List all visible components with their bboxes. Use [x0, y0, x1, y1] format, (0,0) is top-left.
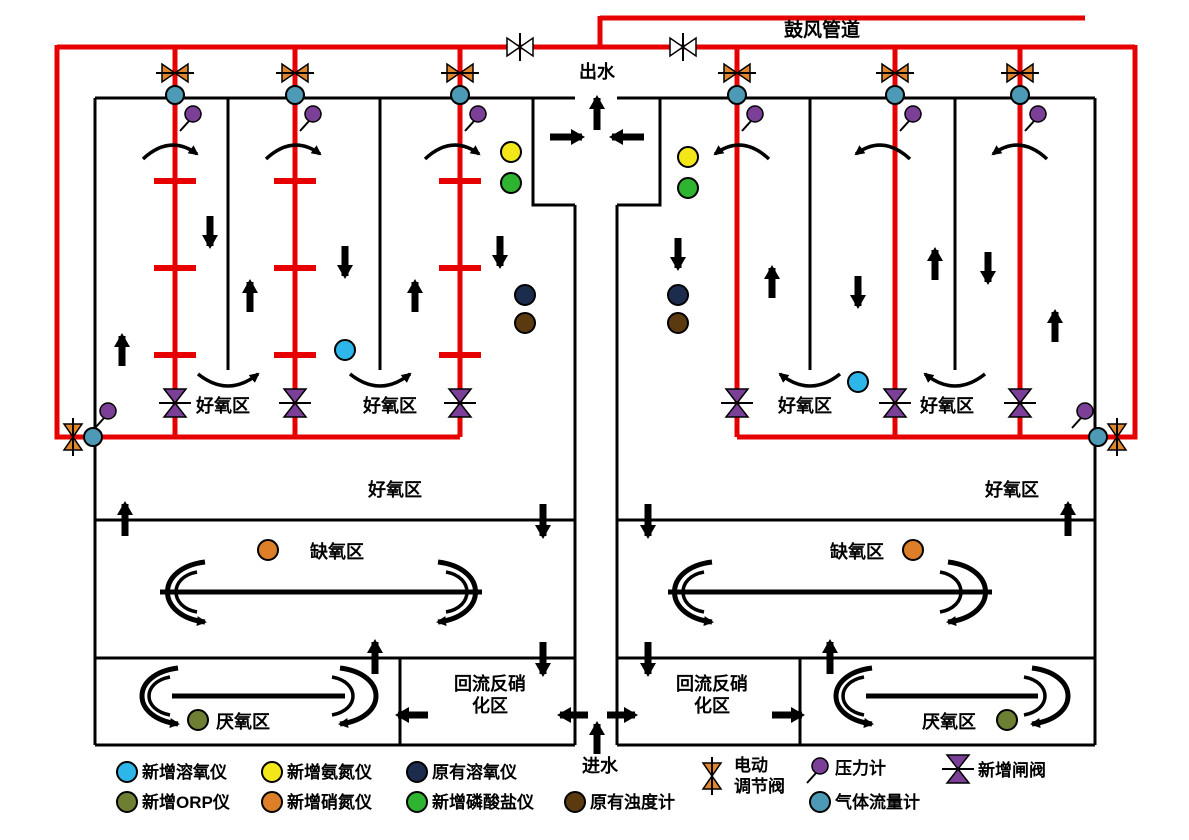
- aerobic-zone-label: 好氧区: [919, 395, 974, 416]
- pressure-gauge-icon: [464, 105, 487, 132]
- legend-po4-icon: [406, 791, 428, 813]
- anoxic-zone-label: 缺氧区: [829, 541, 884, 562]
- pressure-gauge-icon: [179, 105, 202, 132]
- legend-no3-icon: [261, 791, 283, 813]
- reflux-zone-label-line2: 化区: [472, 695, 508, 716]
- labels: 鼓风管道 出水 进水 好氧区 好氧区 好氧区 好氧区 好氧区 好氧区 缺氧区 缺…: [195, 18, 1039, 776]
- legend-gas-flow-icon: [809, 791, 831, 813]
- legend-nh3-icon: [261, 761, 283, 783]
- gate-valve-icon: [443, 388, 477, 418]
- legend-electric-valve-label-line2: 调节阀: [734, 776, 785, 796]
- nitrate-sensor-icon: [257, 539, 279, 561]
- turbidity-sensor-icon: [514, 312, 536, 334]
- tank-walls: [93, 96, 1097, 747]
- phosphate-sensor-icon: [677, 177, 699, 199]
- do-new-sensor-icon: [334, 339, 356, 361]
- outlet-label: 出水: [579, 61, 616, 82]
- flow-arrows: [114, 95, 1076, 754]
- legend-do-new-icon: [116, 761, 138, 783]
- aerobic-zone-label: 好氧区: [195, 395, 250, 416]
- legend-nh3-label: 新增氨氮仪: [287, 762, 373, 782]
- legend-gate-valve-icon: [941, 754, 975, 784]
- do-old-sensor-icon: [514, 284, 536, 306]
- instruments: [83, 85, 1108, 731]
- reflux-zone-label-line1: 回流反硝: [454, 673, 526, 694]
- butterfly-valve-icon: [669, 32, 697, 62]
- anaerobic-zone-label: 厌氧区: [922, 711, 976, 732]
- legend-no3-label: 新增硝氮仪: [287, 792, 373, 812]
- legend: 新增溶氧仪 新增氨氮仪 原有溶氧仪 电动 调节阀 压力计 新增闸阀 新增ORP仪…: [116, 754, 1046, 813]
- gate-valve-icon: [1003, 388, 1037, 418]
- inlet-label: 进水: [582, 755, 619, 776]
- gas-flow-meter-icon: [165, 85, 185, 105]
- pressure-gauge-icon: [299, 105, 322, 132]
- anaerobic-zone-label: 厌氧区: [216, 711, 270, 732]
- nitrate-sensor-icon: [902, 539, 924, 561]
- legend-electric-valve-label-line1: 电动: [734, 755, 768, 775]
- legend-turbidity-label: 原有浊度计: [590, 792, 675, 812]
- pressure-gauge-icon: [1024, 105, 1047, 132]
- reflux-zone-label-line2: 化区: [694, 695, 730, 716]
- aerobic-zone-label: 好氧区: [362, 395, 417, 416]
- gas-flow-meter-icon: [83, 427, 103, 447]
- legend-orp-icon: [116, 791, 138, 813]
- gate-valve-icon: [158, 388, 192, 418]
- aerobic-zone-label: 好氧区: [367, 479, 422, 500]
- pressure-gauge-icon: [899, 105, 922, 132]
- legend-pressure-label: 压力计: [835, 758, 886, 778]
- aerobic-zone-label: 好氧区: [777, 395, 832, 416]
- left-riser-and-bottom-header: [54, 45, 460, 440]
- anoxic-zone-label: 缺氧区: [309, 541, 364, 562]
- legend-gas-flow-label: 气体流量计: [834, 792, 920, 812]
- pressure-gauge-icon: [1071, 402, 1094, 429]
- ammonia-sensor-icon: [677, 146, 699, 168]
- gas-flow-meter-icon: [285, 85, 305, 105]
- gas-flow-meter-icon: [727, 85, 747, 105]
- turbidity-sensor-icon: [667, 312, 689, 334]
- legend-gate-valve-label: 新增闸阀: [978, 760, 1046, 780]
- legend-do-old-icon: [406, 761, 428, 783]
- legend-pressure-gauge-icon: [806, 757, 829, 784]
- butterfly-valve-icon: [506, 32, 534, 62]
- gate-valve-icon: [278, 388, 312, 418]
- gas-flow-meter-icon: [450, 85, 470, 105]
- legend-po4-label: 新增磷酸盐仪: [432, 792, 535, 812]
- gas-flow-meter-icon: [1088, 427, 1108, 447]
- blower-piping: [54, 15, 1138, 440]
- orp-sensor-icon: [187, 709, 209, 731]
- ammonia-sensor-icon: [500, 141, 522, 163]
- legend-orp-label: 新增ORP仪: [142, 792, 231, 812]
- legend-do-old-label: 原有溶氧仪: [432, 762, 518, 782]
- orp-sensor-icon: [996, 709, 1018, 731]
- gate-valve-icon: [878, 388, 912, 418]
- pressure-gauge-icon: [94, 402, 117, 429]
- right-riser-and-bottom-header: [737, 45, 1138, 440]
- diffuser-bars: [154, 178, 481, 358]
- mixing-arrows: [139, 143, 1071, 728]
- legend-turbidity-icon: [564, 791, 586, 813]
- do-old-sensor-icon: [667, 284, 689, 306]
- legend-electric-valve-icon: [702, 756, 722, 796]
- valves: [63, 32, 1127, 457]
- gate-valve-icon: [720, 388, 754, 418]
- blower-pipeline-label: 鼓风管道: [784, 18, 860, 41]
- legend-do-new-label: 新增溶氧仪: [142, 762, 228, 782]
- gas-flow-meter-icon: [1010, 85, 1030, 105]
- reflux-zone-label-line1: 回流反硝: [676, 673, 748, 694]
- aerobic-zone-label: 好氧区: [984, 479, 1039, 500]
- gas-flow-meter-icon: [885, 85, 905, 105]
- phosphate-sensor-icon: [500, 172, 522, 194]
- do-new-sensor-icon: [847, 371, 869, 393]
- pressure-gauge-icon: [741, 105, 764, 132]
